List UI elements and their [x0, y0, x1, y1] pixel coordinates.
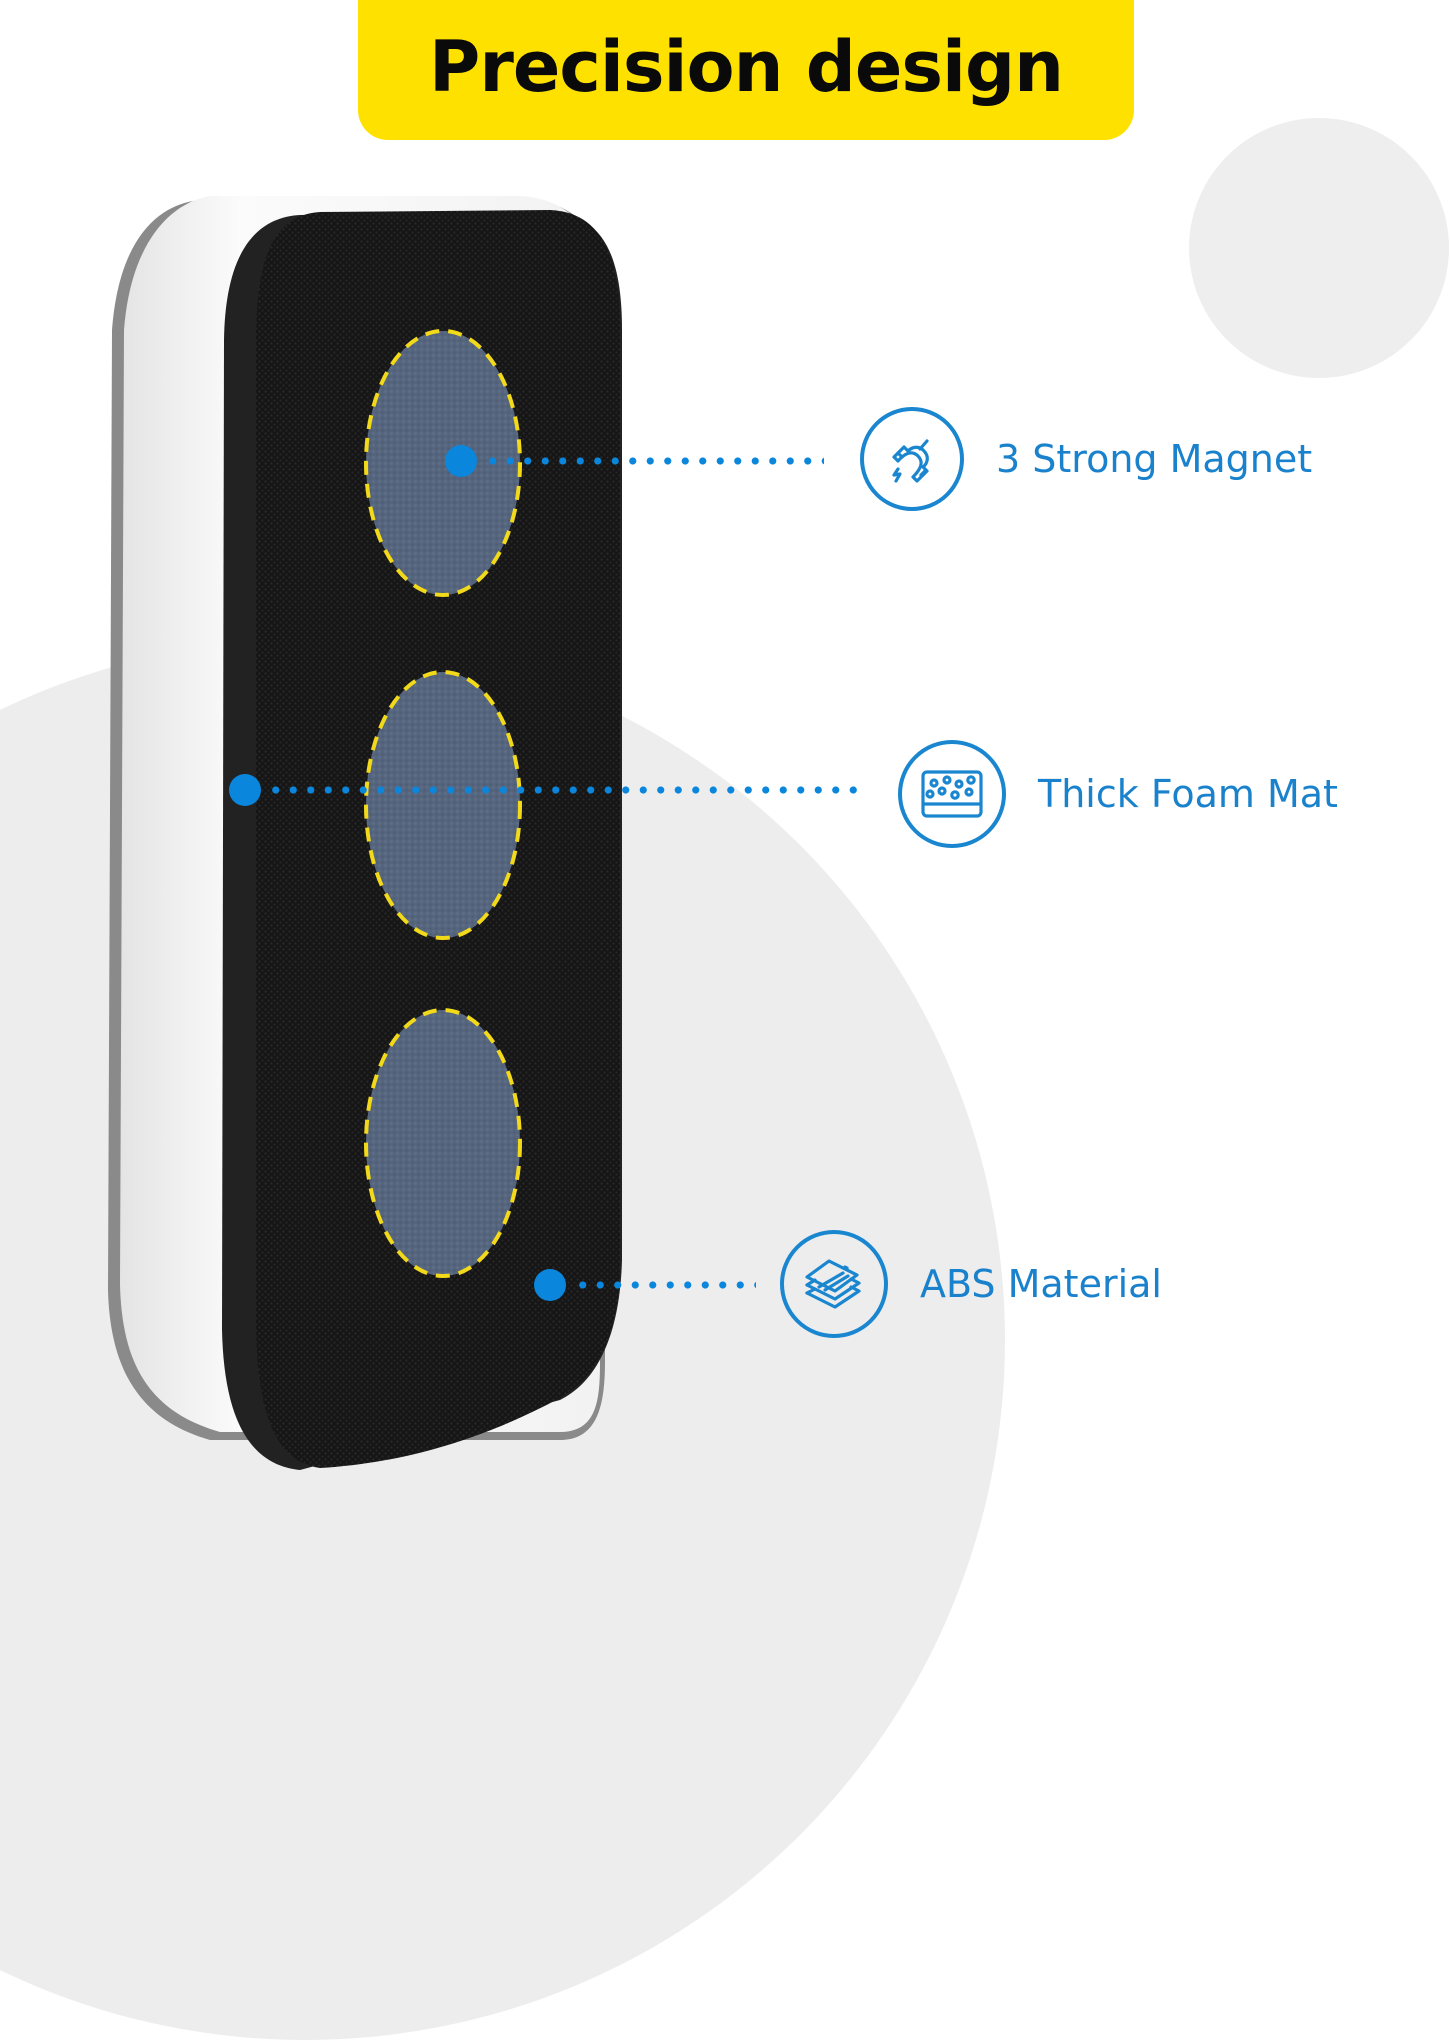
- magnet-2: [364, 670, 522, 940]
- callout-dot-foam: [229, 774, 261, 806]
- feature-magnet: 3 Strong Magnet: [860, 407, 1312, 511]
- feature-abs-material: ABS Material: [780, 1230, 1162, 1338]
- callout-dot-magnet: [445, 445, 477, 477]
- product-eraser-image: [108, 196, 622, 1470]
- background-circle-small: [1189, 118, 1449, 378]
- layers-icon: [780, 1230, 888, 1338]
- feature-label: Thick Foam Mat: [1038, 772, 1338, 816]
- foam-mat-icon: [898, 740, 1006, 848]
- feature-label: 3 Strong Magnet: [996, 437, 1313, 481]
- title-banner: Precision design: [358, 0, 1134, 140]
- feature-foam-mat: Thick Foam Mat: [898, 740, 1338, 848]
- magnet-icon: [860, 407, 964, 511]
- callout-line-magnet: [484, 457, 824, 465]
- magnet-3: [364, 1008, 522, 1278]
- callout-dot-abs: [534, 1269, 566, 1301]
- callout-line-foam: [267, 786, 863, 794]
- callout-line-abs: [574, 1281, 756, 1289]
- feature-label: ABS Material: [920, 1262, 1162, 1306]
- page-title: Precision design: [429, 26, 1064, 108]
